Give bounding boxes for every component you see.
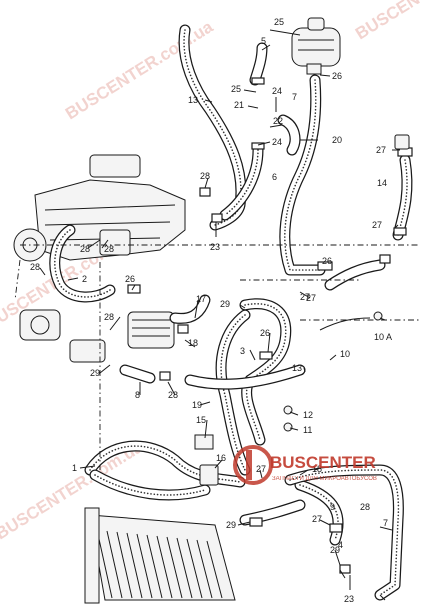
callout-26-tank: 26 <box>332 71 342 81</box>
callout-28-left: 28 <box>30 262 40 272</box>
callout-1: 1 <box>72 463 77 473</box>
callout-2: 2 <box>82 274 87 284</box>
heat-exchanger <box>127 311 175 349</box>
callout-13-top: 13 <box>188 95 198 105</box>
callout-28-pump: 28 <box>104 312 114 322</box>
callout-20: 20 <box>332 135 342 145</box>
callout-10a: 10 A <box>374 332 392 342</box>
leader-lines <box>39 29 400 601</box>
brand-watermark: BUSCENTER ЗАПЧАСТИ ДЛЯ МИКРОАВТОБУСОВ <box>233 445 377 485</box>
callout-6: 6 <box>272 172 277 182</box>
callout-27-bottom: 27 <box>312 514 322 524</box>
callout-29-upper: 29 <box>220 299 230 309</box>
callout-15: 15 <box>196 415 206 425</box>
callout-24-top: 24 <box>272 86 282 96</box>
callout-21: 21 <box>234 100 244 110</box>
callout-16: 16 <box>216 453 226 463</box>
callout-26-mid: 26 <box>260 328 270 338</box>
callout-labels: 25 5 26 13 25 21 24 7 22 24 20 27 14 28 … <box>30 17 392 604</box>
expansion-tank <box>291 17 341 75</box>
callout-23-bottom: 23 <box>344 594 354 604</box>
brand-tagline: ЗАПЧАСТИ ДЛЯ МИКРОАВТОБУСОВ <box>272 476 377 482</box>
brand-logo-bar <box>246 450 252 480</box>
reference-lines <box>14 244 420 470</box>
callout-13-mid: 13 <box>292 363 302 373</box>
callout-7-bottom: 7 <box>383 518 388 528</box>
callout-18-upper: 18 <box>188 338 198 348</box>
callout-10: 10 <box>340 349 350 359</box>
callout-27-right: 27 <box>376 145 386 155</box>
hose-network <box>49 24 413 601</box>
callout-26-right: 26 <box>322 256 332 266</box>
callout-28-engine-a: 28 <box>80 244 90 254</box>
callout-18-lower: 18 <box>312 464 322 474</box>
callout-27-lower: 27 <box>256 464 266 474</box>
callout-28-upper: 28 <box>200 171 210 181</box>
callout-27-connector: 27 <box>300 292 310 302</box>
callout-8: 8 <box>135 390 140 400</box>
callout-25-top: 25 <box>274 17 284 27</box>
callout-11: 11 <box>303 425 312 435</box>
callout-29-left: 29 <box>90 368 100 378</box>
callout-27-right-mid: 27 <box>372 220 382 230</box>
callout-28-lower: 28 <box>168 390 178 400</box>
callout-24-mid: 24 <box>272 137 282 147</box>
clamps <box>127 77 413 574</box>
callout-19: 19 <box>192 400 202 410</box>
brand-name: BUSCENTER <box>270 453 376 472</box>
callout-28-bottom: 28 <box>360 502 370 512</box>
callout-7-top: 7 <box>292 92 297 102</box>
watermark-text-topright: BUSCENTER.com.ua <box>352 0 425 43</box>
callout-26-left: 26 <box>125 274 135 284</box>
callout-29-bottom: 29 <box>226 520 236 530</box>
callout-27-center: 27 <box>306 293 316 303</box>
callout-5: 5 <box>261 36 266 46</box>
engine-block <box>13 154 186 262</box>
callout-9: 9 <box>330 502 335 512</box>
callout-17: 17 <box>196 294 206 304</box>
radiator <box>84 507 236 604</box>
callout-3: 3 <box>240 346 245 356</box>
water-pump <box>19 309 106 363</box>
callout-14: 14 <box>377 178 387 188</box>
callout-28-engine-b: 28 <box>104 244 114 254</box>
callout-25-mid: 25 <box>231 84 241 94</box>
callout-4: 4 <box>338 540 343 550</box>
callout-12: 12 <box>303 410 313 420</box>
radiator-fins <box>96 529 223 599</box>
brand-logo-ring <box>233 445 273 485</box>
callout-23-upper: 23 <box>210 242 220 252</box>
callout-22: 22 <box>273 116 283 126</box>
callout-29-right: 29 <box>330 545 340 555</box>
